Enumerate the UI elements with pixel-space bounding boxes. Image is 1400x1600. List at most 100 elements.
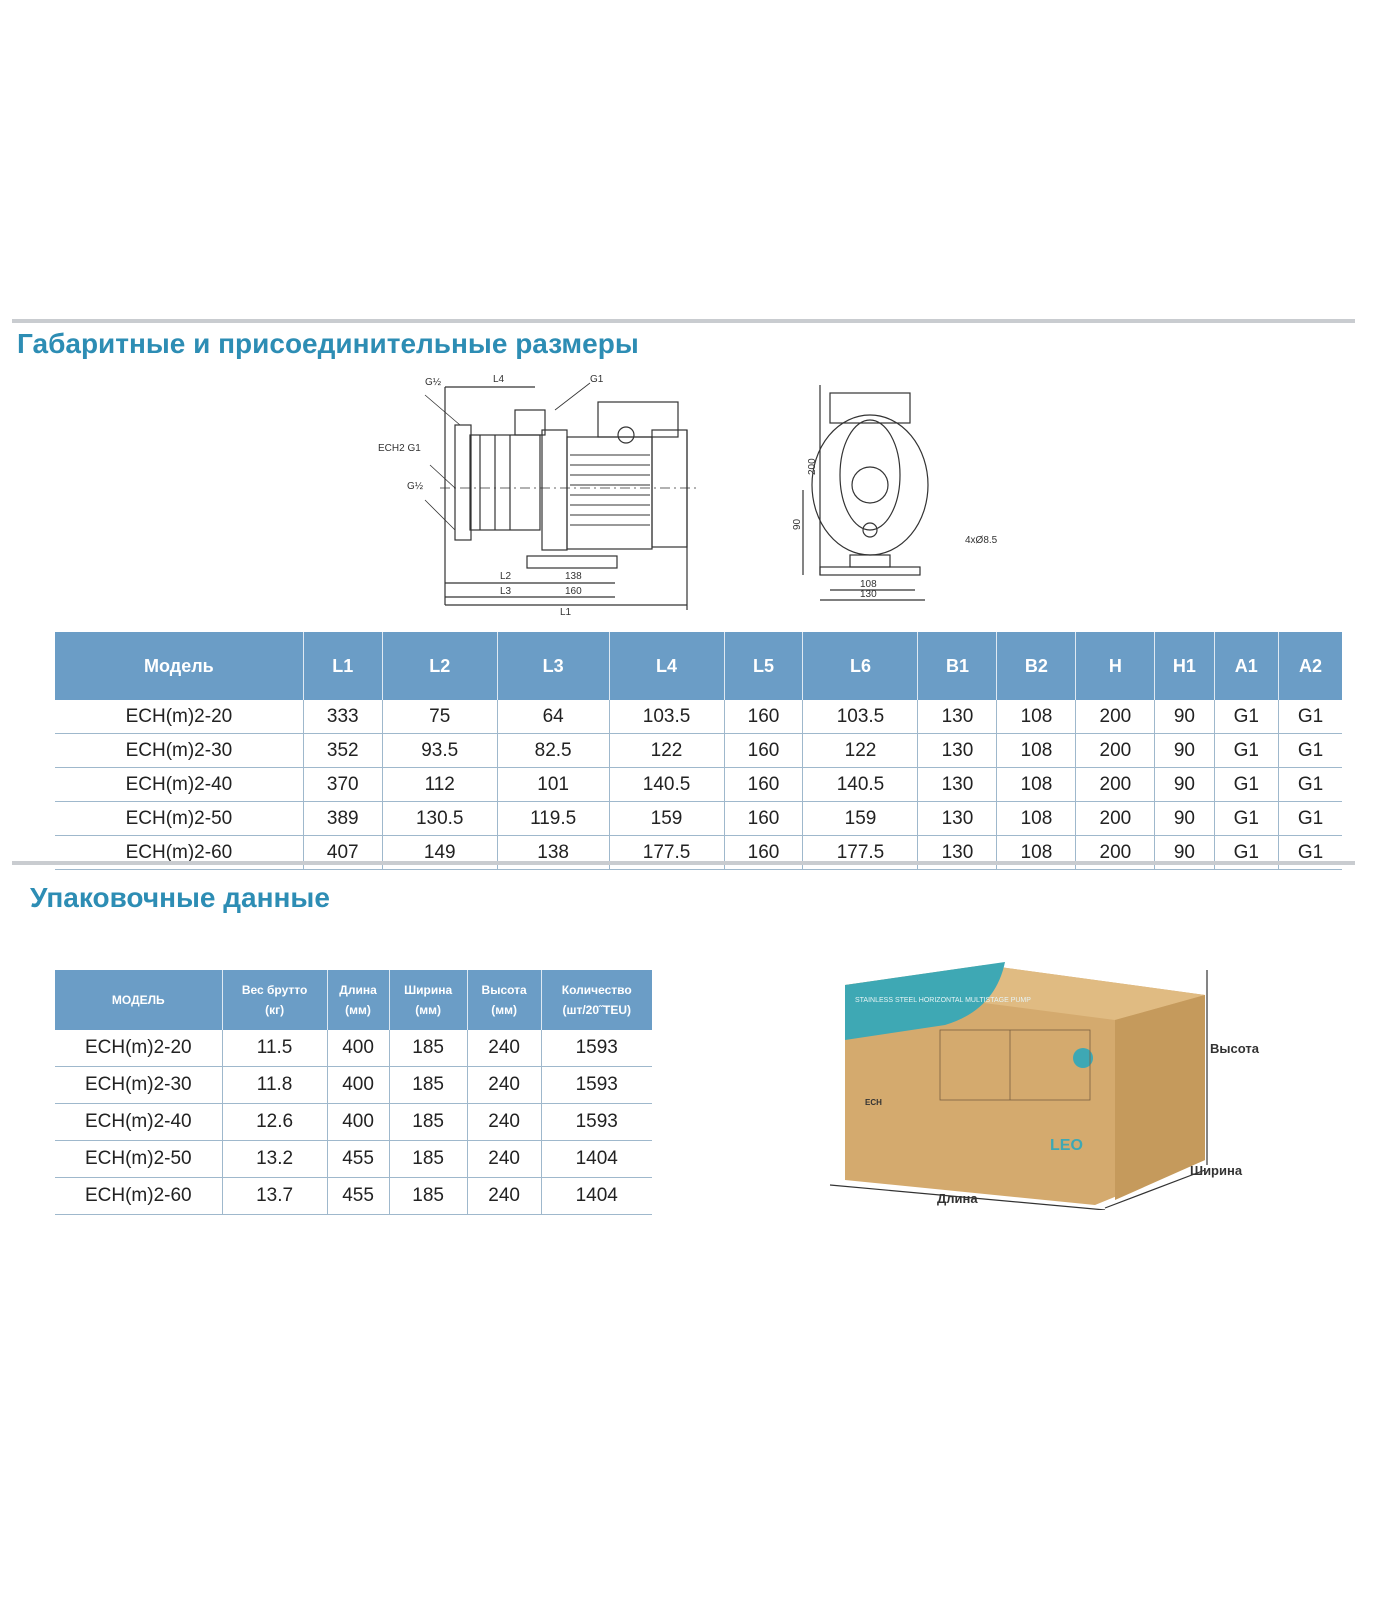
- column-header-line: МОДЕЛЬ: [111, 993, 165, 1007]
- column-header-unit: (мм): [491, 1003, 517, 1017]
- table-cell: 130: [917, 700, 998, 734]
- table-cell: 400: [327, 1103, 390, 1141]
- table-cell: 130: [917, 801, 998, 836]
- box-length-label: Длина: [937, 1191, 978, 1206]
- table-cell: 122: [609, 733, 725, 768]
- table-cell: 240: [467, 1103, 542, 1141]
- box-logo: LEO: [1050, 1137, 1083, 1154]
- column-header-line: Вес брутто: [241, 983, 308, 997]
- table-cell: 11.5: [222, 1030, 328, 1067]
- table-cell: 160: [724, 700, 804, 734]
- table-cell: G1: [1214, 801, 1280, 836]
- column-header-unit: (мм): [415, 1003, 442, 1017]
- table-cell: ECH(m)2-40: [55, 767, 304, 802]
- table-cell: 112: [382, 767, 498, 802]
- dimensions-title: Габаритные и присоединительные размеры: [17, 328, 639, 359]
- table-cell: G1: [1214, 733, 1280, 768]
- table-cell: 352: [303, 733, 383, 768]
- table-cell: 108: [996, 700, 1077, 734]
- table-cell: 240: [467, 1030, 542, 1067]
- table-cell: 140.5: [609, 767, 725, 802]
- column-header: H1: [1154, 632, 1215, 700]
- column-header: L6: [802, 632, 919, 700]
- table-cell: 370: [303, 767, 383, 802]
- box-illustration: STAINLESS STEEL HORIZONTAL MULTISTAGE PU…: [829, 962, 1260, 1210]
- label-g1: G1: [590, 374, 604, 385]
- column-header: L3: [497, 632, 610, 700]
- table-cell: 1593: [541, 1066, 652, 1104]
- table-cell: 333: [303, 700, 383, 734]
- column-header: A2: [1278, 632, 1342, 700]
- table-cell: 108: [996, 801, 1077, 836]
- table-cell: 200: [1075, 801, 1156, 836]
- table-cell: 400: [327, 1030, 390, 1067]
- label-160: 160: [565, 586, 582, 597]
- table-cell: G1: [1214, 700, 1280, 734]
- table-cell: G1: [1278, 767, 1342, 802]
- label-l2: L2: [500, 571, 512, 582]
- divider: [12, 319, 1355, 323]
- table-cell: 13.7: [222, 1177, 328, 1215]
- table-cell: ECH(m)2-30: [55, 733, 304, 768]
- label-l3: L3: [500, 586, 512, 597]
- table-cell: 130.5: [382, 801, 498, 836]
- table-cell: 400: [327, 1066, 390, 1104]
- table-cell: ECH(m)2-20: [55, 1030, 223, 1067]
- table-cell: 185: [389, 1030, 468, 1067]
- column-header: МОДЕЛЬ: [55, 970, 223, 1030]
- label-ech2-g1: ECH2 G1: [378, 443, 421, 454]
- table-cell: 160: [724, 801, 804, 836]
- column-header: Длина(мм): [327, 970, 390, 1030]
- table-cell: 240: [467, 1140, 542, 1178]
- table-cell: 12.6: [222, 1103, 328, 1141]
- column-header-line: Длина: [339, 983, 377, 997]
- table-cell: 11.8: [222, 1066, 328, 1104]
- column-header: B1: [917, 632, 998, 700]
- table-cell: 101: [497, 767, 610, 802]
- table-cell: 185: [389, 1177, 468, 1215]
- table-cell: 160: [724, 733, 804, 768]
- column-header: L2: [382, 632, 498, 700]
- box-width-label: Ширина: [1190, 1163, 1243, 1178]
- label-130: 130: [860, 589, 877, 600]
- label-g-half-bottom: G½: [407, 481, 424, 492]
- table-cell: 119.5: [497, 801, 610, 836]
- table-cell: 64: [497, 700, 610, 734]
- table-cell: 200: [1075, 733, 1156, 768]
- table-cell: G1: [1278, 700, 1342, 734]
- table-cell: 130: [917, 767, 998, 802]
- table-cell: G1: [1278, 733, 1342, 768]
- table-cell: 140.5: [802, 767, 919, 802]
- column-header: H: [1075, 632, 1156, 700]
- column-header: A1: [1214, 632, 1280, 700]
- table-cell: 159: [609, 801, 725, 836]
- pump-drawing: G½ L4 G1 ECH2 G1 G½ L2 L3 138 160 L1 200…: [378, 374, 998, 615]
- label-138: 138: [565, 571, 582, 582]
- table-cell: 185: [389, 1066, 468, 1104]
- table-cell: 455: [327, 1177, 390, 1215]
- column-header-unit: (кг): [265, 1003, 285, 1017]
- table-cell: 160: [724, 767, 804, 802]
- table-cell: G1: [1214, 767, 1280, 802]
- table-cell: 108: [996, 733, 1077, 768]
- label-g-half-top: G½: [425, 377, 442, 388]
- label-holes: 4xØ8.5: [965, 535, 998, 546]
- table-cell: ECH(m)2-30: [55, 1066, 223, 1104]
- label-200: 200: [807, 458, 818, 475]
- table-cell: 103.5: [802, 700, 919, 734]
- table-cell: 200: [1075, 767, 1156, 802]
- column-header: L4: [609, 632, 725, 700]
- column-header-line: Ширина: [404, 983, 453, 997]
- label-90: 90: [792, 518, 803, 530]
- table-cell: 82.5: [497, 733, 610, 768]
- table-cell: 90: [1154, 700, 1215, 734]
